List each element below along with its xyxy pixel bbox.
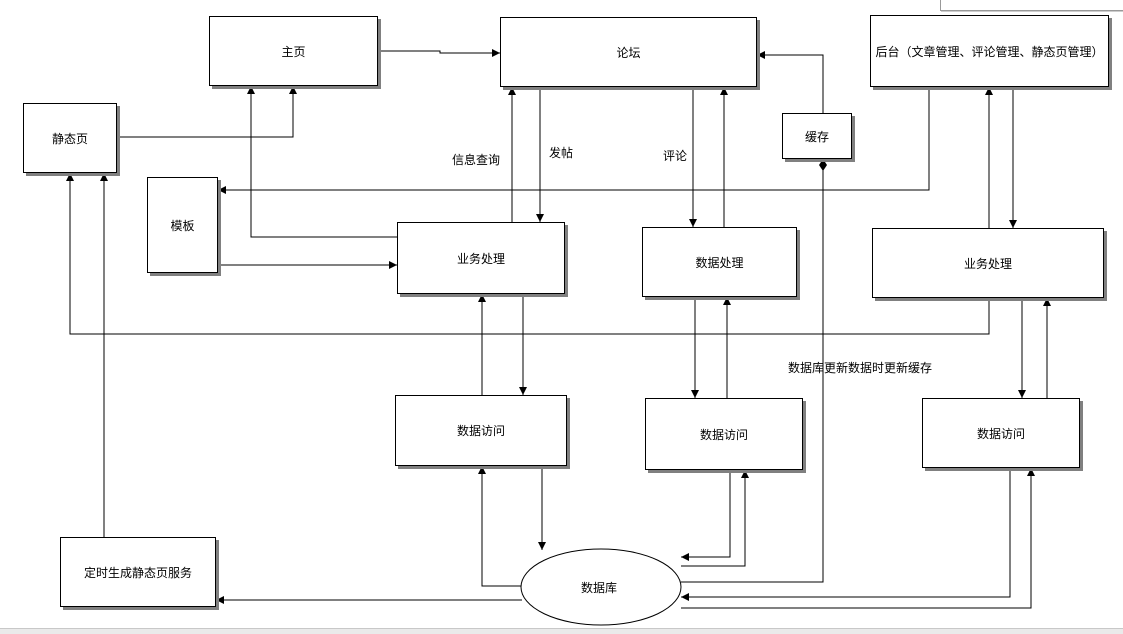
data-processing-label: 数据处理: [695, 255, 744, 270]
scheduler-box: 定时生成静态页服务: [60, 537, 216, 607]
backend-box: 后台（文章管理、评论管理、静态页管理）: [870, 15, 1109, 87]
arrow-db-da-mid: [681, 470, 749, 567]
data-access-left-box: 数据访问: [395, 395, 567, 466]
homepage-label: 主页: [281, 44, 306, 59]
template-box: 模板: [147, 177, 218, 273]
data-access-right-label: 数据访问: [976, 426, 1025, 441]
connector-db-cache: [669, 159, 827, 586]
data-access-left-label: 数据访问: [456, 424, 505, 438]
db-update-cache-label: 数据库更新数据时更新缓存: [788, 361, 933, 375]
forum-label: 论坛: [616, 45, 641, 60]
database-label: 数据库: [581, 581, 618, 595]
comment-label: 评论: [663, 149, 688, 163]
business-left-label: 业务处理: [456, 251, 505, 266]
arrow-db-da-right: [681, 468, 1035, 609]
business-right-label: 业务处理: [963, 256, 1012, 271]
arrow-cache-forum: [757, 51, 824, 113]
post-label: 发帖: [549, 146, 574, 160]
business-left-box: 业务处理: [397, 222, 565, 294]
data-access-mid-box: 数据访问: [645, 398, 803, 470]
arrow-business-homepage: [247, 86, 397, 238]
database-shape: [520, 548, 682, 626]
static-page-box: 静态页: [23, 103, 117, 173]
data-access-right-box: 数据访问: [922, 398, 1080, 468]
data-processing-box: 数据处理: [642, 227, 797, 297]
arrow-homepage-forum: [378, 49, 500, 57]
homepage-box: 主页: [209, 16, 378, 86]
template-label: 模板: [170, 218, 195, 233]
window-corner-fragment: [940, 0, 1123, 11]
arrow-static-homepage: [117, 86, 297, 138]
scheduler-label: 定时生成静态页服务: [83, 565, 192, 580]
arrow-businessR-static: [66, 173, 990, 335]
forum-box: 论坛: [500, 17, 757, 87]
cache-label: 缓存: [804, 129, 829, 144]
info-query-label: 信息查询: [452, 153, 501, 167]
cache-box: 缓存: [782, 113, 852, 159]
arrow-backend-template: [218, 87, 930, 194]
static-page-label: 静态页: [51, 131, 88, 146]
backend-label: 后台（文章管理、评论管理、静态页管理）: [875, 44, 1104, 59]
business-right-box: 业务处理: [872, 228, 1104, 298]
arrow-db-da-left: [478, 466, 522, 587]
bottom-scroll-strip: [0, 628, 1123, 634]
arrow-da-mid-db: [681, 470, 731, 561]
data-access-mid-label: 数据访问: [699, 427, 748, 442]
arrow-da-right-db: [681, 468, 1011, 601]
